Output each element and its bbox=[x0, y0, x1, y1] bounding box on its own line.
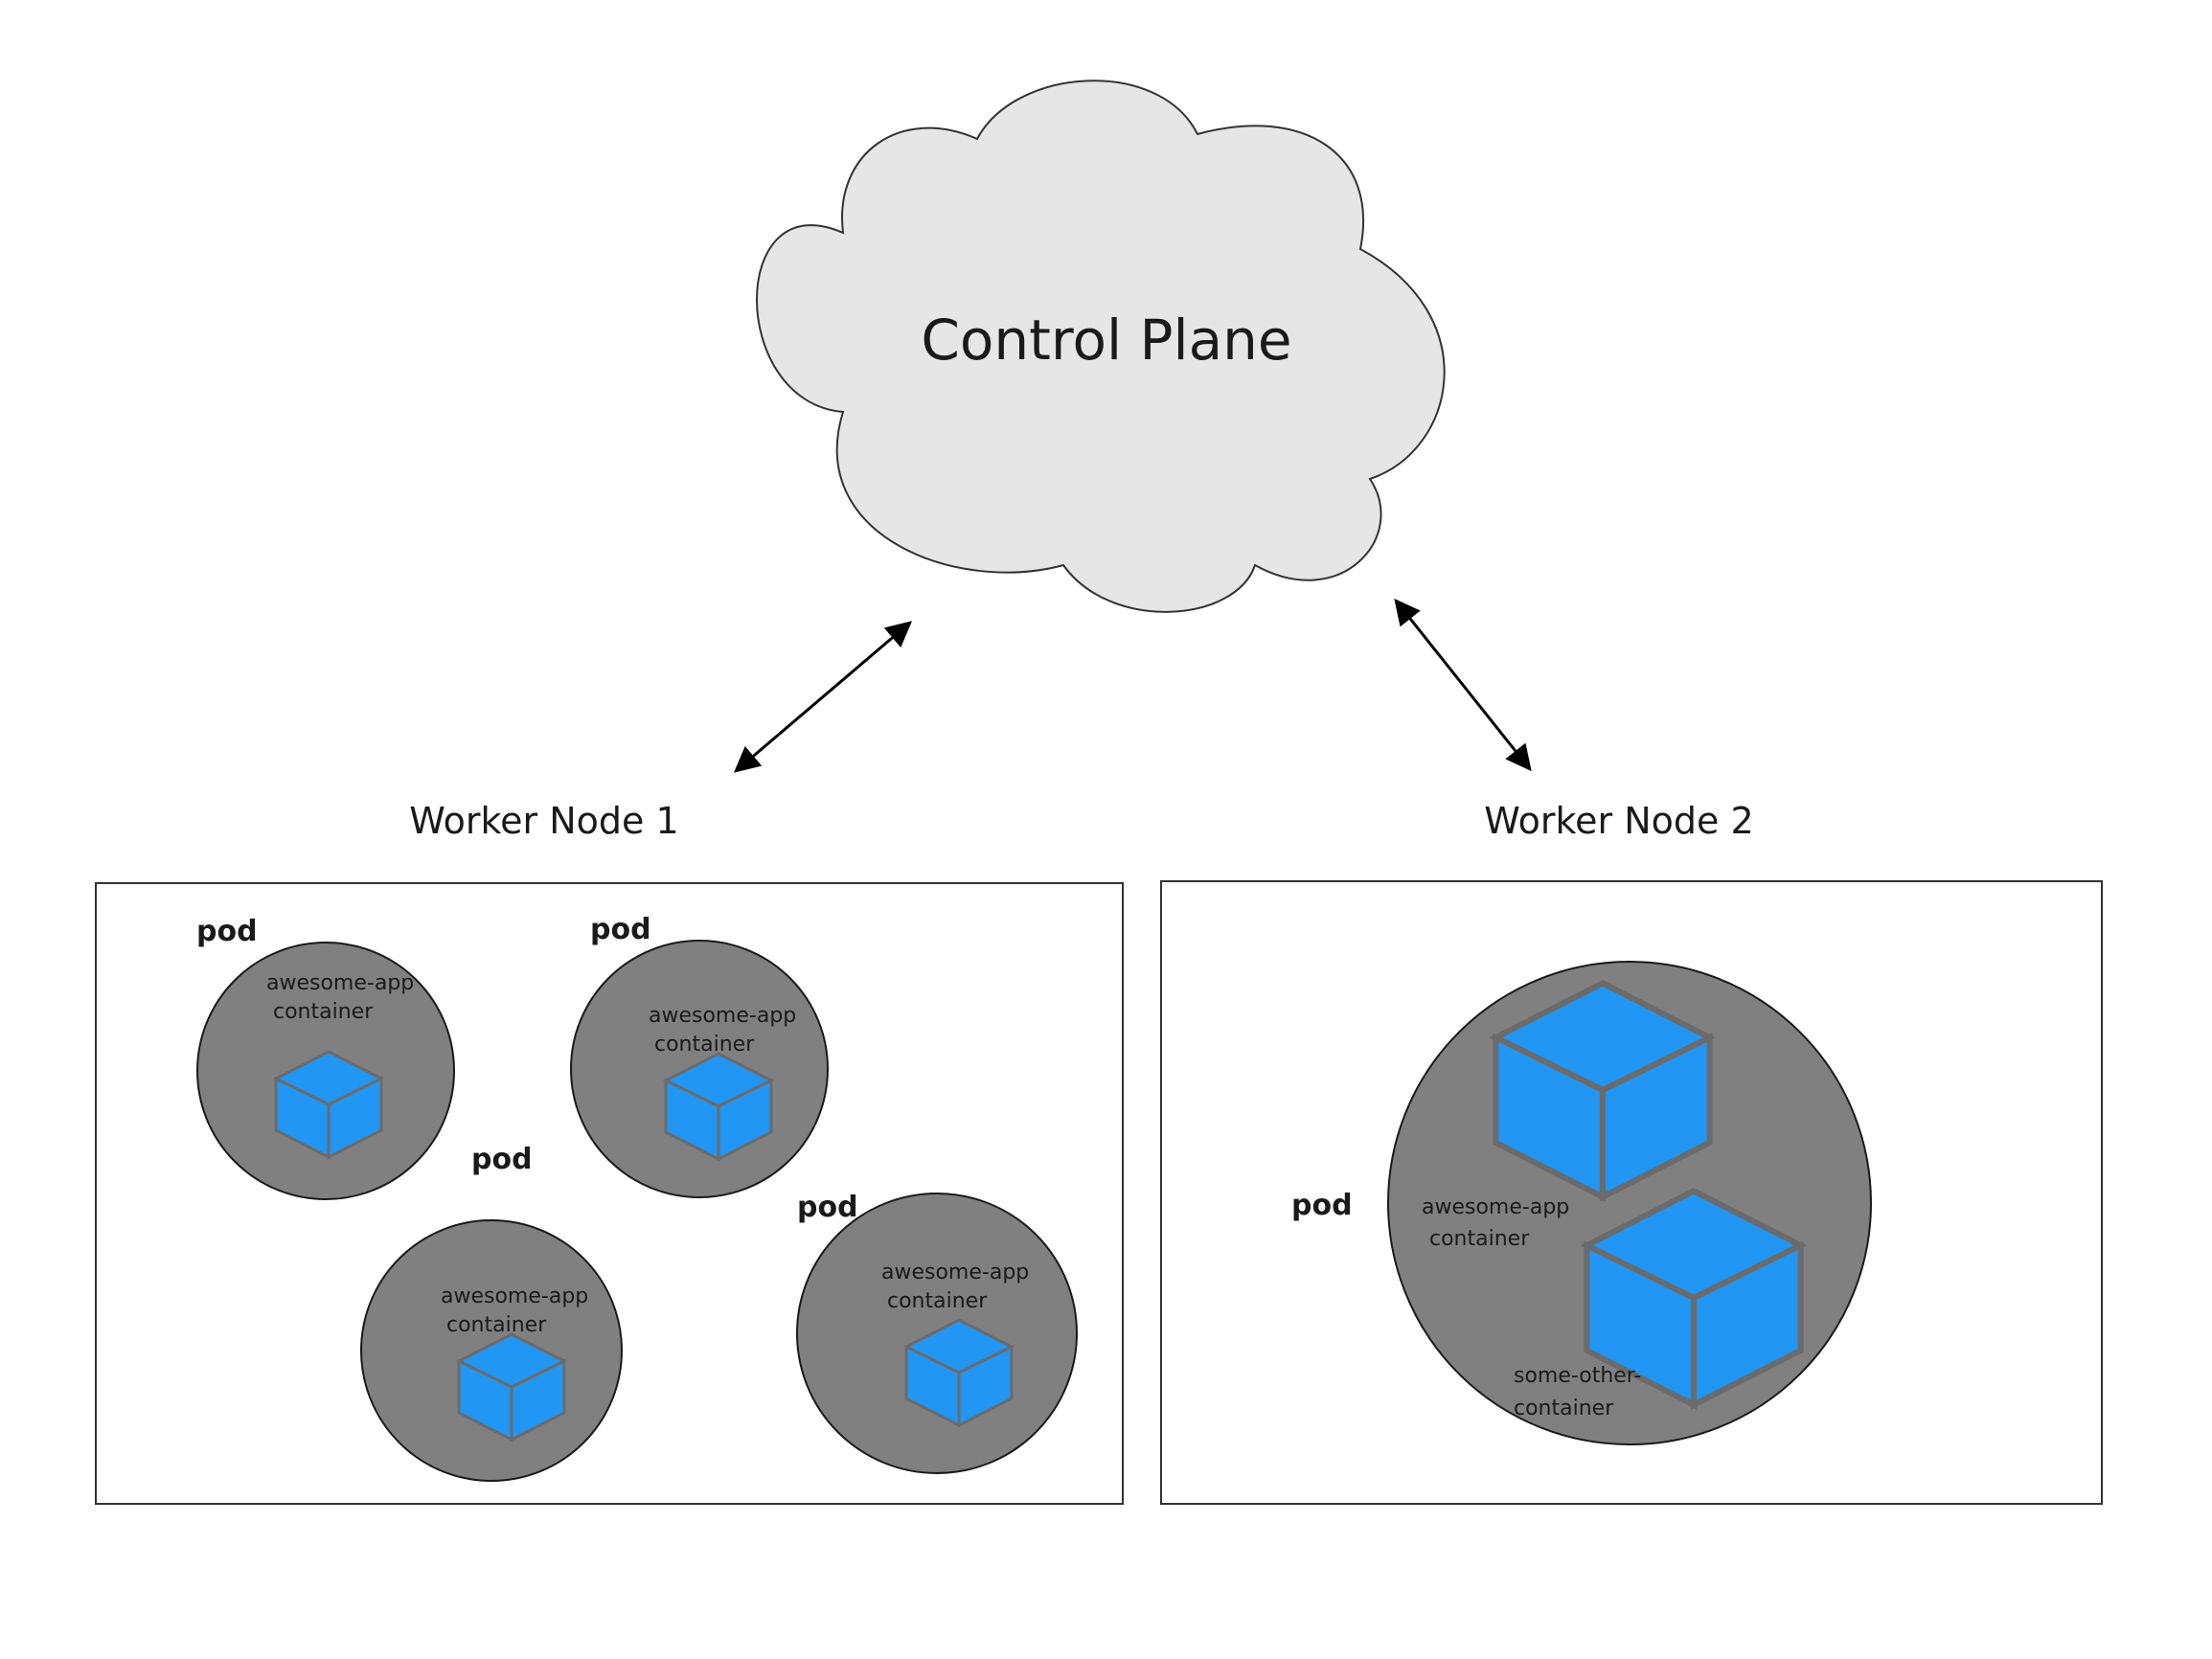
worker-node-1-title: Worker Node 1 bbox=[409, 800, 678, 842]
pod-1 bbox=[196, 942, 455, 1200]
pod-5-label: pod bbox=[1291, 1189, 1353, 1222]
control-plane-label: Control Plane bbox=[921, 307, 1291, 373]
pod-1-label: pod bbox=[196, 915, 258, 948]
pod-5 bbox=[1387, 961, 1872, 1445]
pod-4-container-line1: awesome-app bbox=[881, 1261, 1029, 1284]
pod-3-container-line2: container bbox=[446, 1313, 547, 1337]
pod-3-label: pod bbox=[471, 1143, 533, 1176]
arrow-control-plane-node1 bbox=[733, 621, 913, 773]
pod-5-container1-line2: container bbox=[1429, 1227, 1530, 1251]
pod-5-container2-line1: some-other- bbox=[1514, 1364, 1641, 1388]
pod-4-label: pod bbox=[797, 1191, 858, 1224]
pod-2-label: pod bbox=[590, 913, 651, 946]
pod-3-container-line1: awesome-app bbox=[441, 1284, 588, 1308]
worker-node-1-box bbox=[95, 882, 1124, 1505]
pod-3 bbox=[360, 1219, 623, 1482]
pod-2-container-line2: container bbox=[654, 1033, 755, 1057]
pod-5-container2-line2: container bbox=[1514, 1397, 1614, 1420]
pod-1-container-line2: container bbox=[273, 1000, 374, 1024]
pod-4-container-line2: container bbox=[887, 1289, 988, 1313]
worker-node-2-title: Worker Node 2 bbox=[1484, 800, 1753, 842]
pod-2-container-line1: awesome-app bbox=[649, 1004, 796, 1028]
pod-4 bbox=[796, 1193, 1078, 1474]
pod-2 bbox=[570, 940, 829, 1198]
pod-5-container1-line1: awesome-app bbox=[1422, 1195, 1569, 1219]
pod-1-container-line1: awesome-app bbox=[266, 971, 414, 995]
arrow-control-plane-node2 bbox=[1394, 598, 1532, 772]
control-plane-cloud bbox=[756, 80, 1446, 613]
worker-node-2-box bbox=[1160, 880, 2103, 1505]
